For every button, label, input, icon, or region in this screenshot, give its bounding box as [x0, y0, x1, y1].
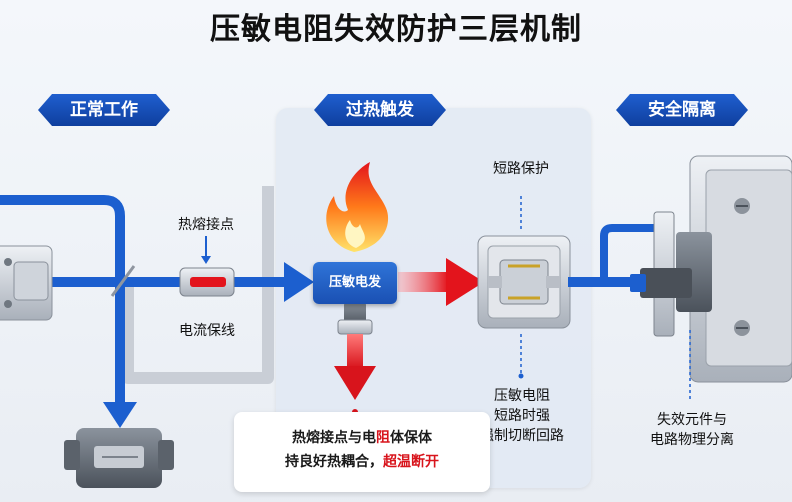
note-line1: 热熔接点与电阻体保体	[292, 430, 432, 446]
failure-caption: 失效元件与 电路物理分离	[632, 410, 752, 450]
thermal-fuse	[179, 267, 235, 297]
page-title: 压敏电阻失效防护三层机制	[210, 12, 582, 47]
varistor-short-caption: 压敏电阻 短路时强 强制切断回路	[458, 386, 586, 446]
heat-arrow-head	[446, 258, 484, 306]
short-protector	[477, 235, 571, 329]
varistor-short-line1: 压敏电阻	[494, 388, 550, 404]
thermal-contact-label: 热熔接点	[178, 217, 234, 233]
stage-overheat: 过热触发	[314, 94, 446, 126]
break-mark	[110, 265, 136, 297]
right-wire-branch	[600, 224, 660, 282]
down-heat-arrow	[334, 366, 376, 400]
varistor-short-line2: 短路时强	[494, 408, 550, 424]
main-wire-vertical	[0, 195, 125, 415]
failure-line2: 电路物理分离	[650, 432, 734, 448]
right-flow-arrow	[284, 262, 314, 302]
varistor-short-line3: 强制切断回路	[480, 428, 564, 444]
flame-icon	[326, 162, 389, 252]
short-protect-label: 短路保护	[493, 161, 549, 177]
heat-arrow-shaft	[398, 272, 448, 292]
bottom-device	[64, 428, 174, 488]
note-line2: 持良好热耦合，超温断开	[285, 454, 439, 470]
failure-line1: 失效元件与	[657, 412, 727, 428]
down-flow-arrow	[103, 402, 137, 428]
varistor-trigger-label: 压敏电发	[313, 262, 397, 304]
stage-isolation: 安全隔离	[616, 94, 748, 126]
thermal-coupling-note: 热熔接点与电阻体保体 持良好热耦合，超温断开	[234, 412, 490, 492]
stage-normal: 正常工作	[38, 94, 170, 126]
left-terminal	[0, 245, 53, 321]
isolation-device	[630, 155, 792, 383]
current-fuse-label: 电流保线	[179, 323, 235, 339]
